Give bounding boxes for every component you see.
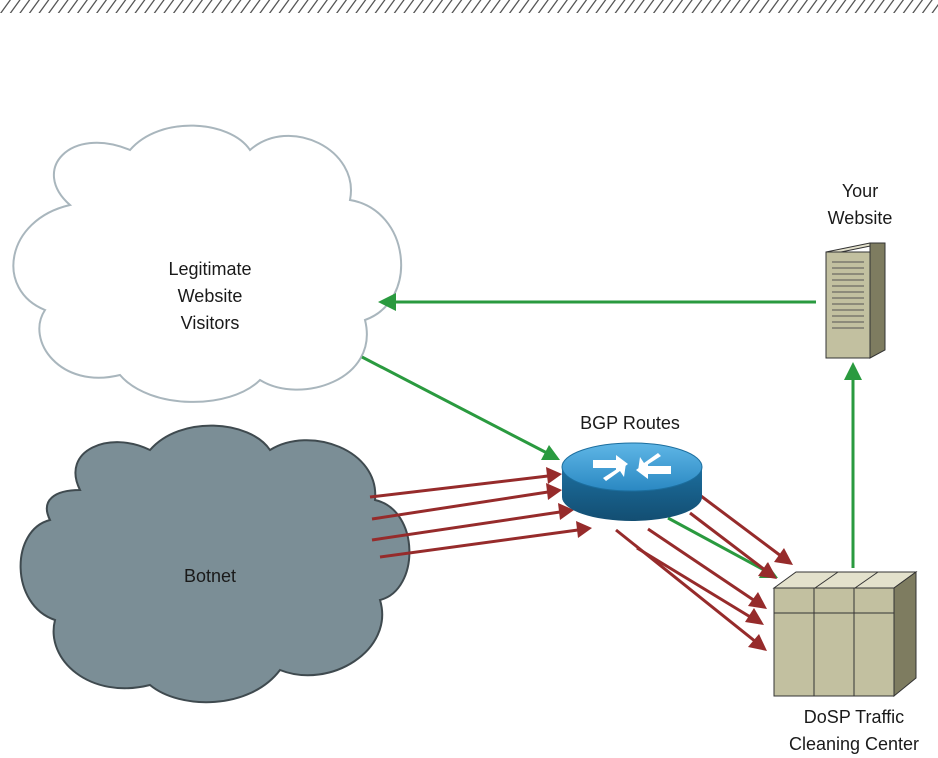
attack-arrow-5: [692, 488, 782, 558]
attack-arrow-6: [689, 511, 766, 572]
attack-arrow-8: [636, 546, 753, 620]
attack-arrow-9: [615, 528, 757, 644]
attack-arrow-2: [371, 490, 549, 521]
legitimate-visitors-cloud: [12, 124, 403, 403]
cleaning-center-label: DoSP Traffic Cleaning Center: [788, 707, 920, 754]
server-tower-icon: [825, 242, 886, 359]
attack-arrow-3: [371, 510, 561, 542]
attack-traffic-arrows: [369, 467, 793, 651]
attack-arrow-1: [369, 474, 549, 499]
arrow-router-to-cleaning: [667, 516, 765, 572]
botnet-cloud: [19, 424, 411, 704]
router-icon: [561, 442, 703, 521]
visitors-label: Legitimate Website Visitors: [168, 259, 252, 333]
botnet-label: Botnet: [183, 566, 237, 586]
header-hatch-pattern: ////////////////////////////////////////…: [0, 0, 938, 18]
server-rack-icon: [772, 571, 918, 698]
attack-arrow-7: [647, 527, 756, 603]
website-label: Your Website: [827, 181, 893, 228]
bgp-routes-label: BGP Routes: [580, 413, 680, 433]
arrow-visitors-to-router: [361, 355, 548, 455]
attack-arrow-4: [379, 528, 579, 559]
